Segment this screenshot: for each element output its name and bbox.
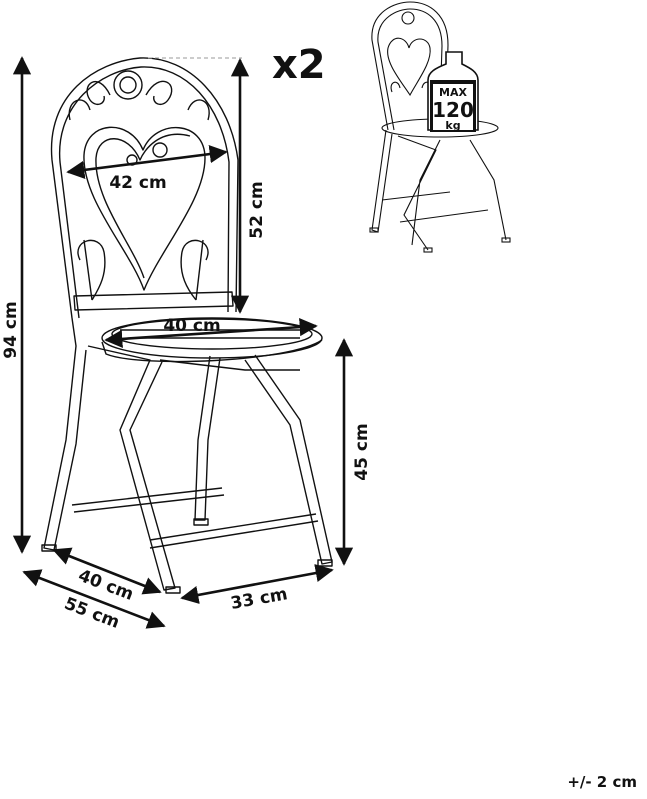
arrow-width-floor: [180, 564, 334, 604]
chair-rear-leg: [43, 317, 87, 551]
chair-back-frame: [50, 57, 239, 319]
label-seat-height: 45 cm: [352, 423, 372, 480]
quantity-label: x2: [272, 42, 326, 88]
label-total-height: 94 cm: [1, 301, 21, 358]
arrow-depth-total: [22, 569, 166, 629]
dimension-arrows: [12, 56, 354, 629]
label-back-height: 52 cm: [247, 181, 267, 238]
badge-unit-text: kg: [445, 119, 460, 132]
label-back-width: 42 cm: [109, 173, 166, 193]
arrow-back-width: [66, 145, 228, 179]
chair-seat: [101, 317, 323, 359]
tolerance-note: +/- 2 cm: [567, 773, 637, 791]
badge-max-text: MAX: [439, 86, 467, 99]
arrow-seat-diameter: [104, 318, 318, 348]
label-seat-diameter: 40 cm: [163, 316, 220, 336]
max-load-badge: MAX 120 kg: [427, 51, 479, 132]
badge-weight-value: 120: [432, 98, 474, 122]
chair-front-leg: [244, 354, 333, 565]
label-depth-total: 55 cm: [61, 594, 122, 633]
